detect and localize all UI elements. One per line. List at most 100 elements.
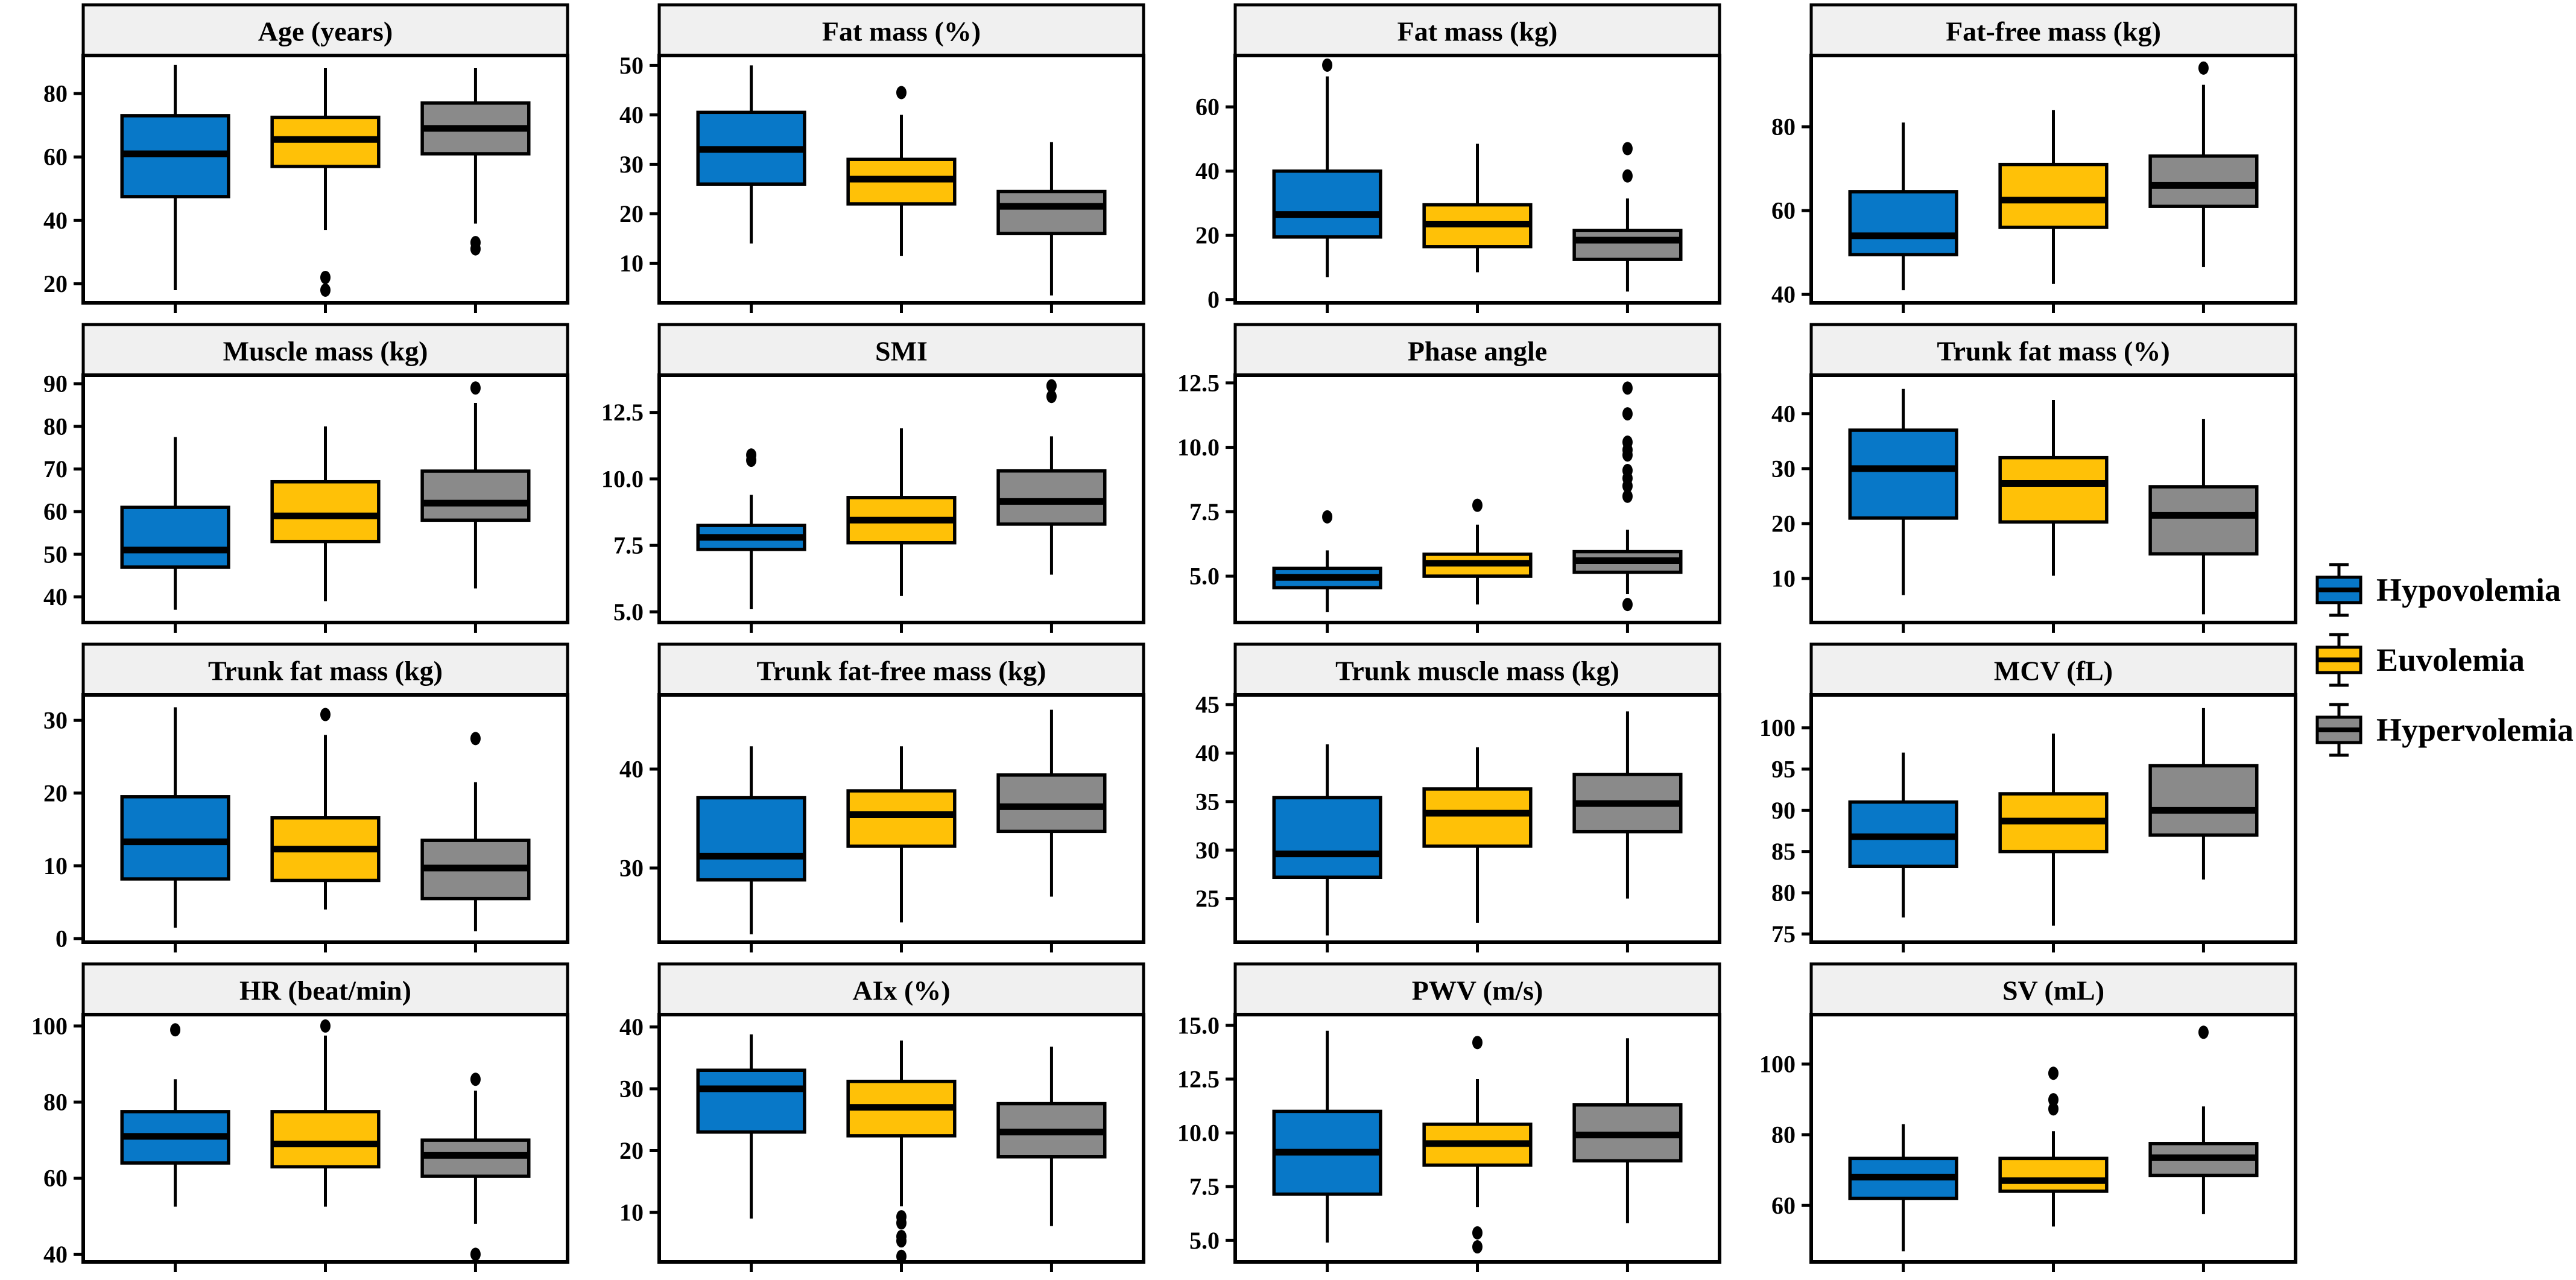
y-tick-label: 80 (43, 1089, 68, 1116)
facet-title: Trunk fat mass (%) (1937, 336, 2169, 367)
y-tick-label: 50 (43, 540, 68, 568)
y-tick-label: 10.0 (1177, 1120, 1220, 1147)
y-tick-label: 80 (1771, 113, 1796, 141)
box-hypervolemia (996, 709, 1107, 897)
y-tick-label: 80 (43, 413, 68, 440)
box-hypovolemia (1848, 1124, 1958, 1252)
outlier-point (320, 283, 331, 297)
y-tick-label: 30 (43, 707, 68, 734)
y-tick-label: 95 (1771, 756, 1796, 783)
outlier-point (320, 270, 331, 284)
iqr-box (1998, 162, 2109, 229)
box-hypovolemia (1848, 122, 1958, 291)
box-euvolemia (1422, 1036, 1533, 1254)
outlier-point (320, 1019, 331, 1033)
legend-key-boxplot-icon (2315, 703, 2362, 757)
y-tick-label: 30 (1771, 455, 1796, 482)
box-hypervolemia (1572, 711, 1683, 899)
iqr-box (1998, 1156, 2109, 1193)
box-hypervolemia (2148, 419, 2259, 615)
y-tick-label: 12.5 (1177, 1065, 1220, 1092)
box-euvolemia (1998, 733, 2109, 926)
y-tick-label: 5.0 (1189, 563, 1220, 590)
facet-title: SV (mL) (2002, 975, 2104, 1006)
iqr-box (270, 480, 381, 543)
y-tick-label: 25 (1195, 885, 1220, 912)
box-euvolemia (846, 746, 957, 923)
outlier-point (2048, 1093, 2059, 1107)
legend-key-boxplot-icon (2315, 633, 2362, 687)
iqr-box (1998, 455, 2109, 524)
legend-item-euvolemia: Euvolemia (2311, 630, 2574, 690)
y-tick-label: 80 (43, 80, 68, 107)
y-tick-label: 10 (1771, 565, 1796, 592)
box-euvolemia (846, 1041, 957, 1263)
iqr-box (420, 469, 531, 522)
outlier-point (2198, 61, 2209, 75)
box-euvolemia (270, 426, 381, 601)
y-tick-label: 40 (1771, 281, 1796, 308)
iqr-box (1572, 229, 1683, 261)
box-hypovolemia (696, 1034, 806, 1219)
box-euvolemia (270, 708, 381, 910)
panel-border (657, 373, 1145, 624)
outlier-point (470, 242, 481, 256)
y-tick-label: 40 (1771, 400, 1796, 427)
y-tick-label: 7.5 (613, 532, 644, 559)
box-hypervolemia (2148, 1025, 2259, 1214)
y-tick-label: 40 (43, 583, 68, 610)
y-tick-label: 40 (619, 756, 644, 783)
iqr-box (2148, 485, 2259, 556)
box-hypovolemia (120, 707, 230, 928)
facet-strip (657, 962, 1145, 1016)
y-tick-label: 60 (43, 498, 68, 525)
box-euvolemia (270, 68, 381, 297)
iqr-box (996, 189, 1107, 235)
panel-border (81, 373, 569, 624)
facet-title: HR (beat/min) (239, 975, 411, 1006)
panel-border (1233, 373, 1721, 624)
facet-strip (657, 323, 1145, 377)
y-tick-label: 60 (43, 144, 68, 171)
y-tick-label: 60 (1195, 93, 1220, 121)
y-tick-label: 40 (1195, 157, 1220, 185)
box-hypovolemia (1272, 744, 1382, 936)
box-euvolemia (1998, 1066, 2109, 1227)
outlier-point (1472, 498, 1483, 512)
box-hypervolemia (1572, 142, 1683, 292)
facet-title: Trunk fat mass (kg) (208, 656, 443, 686)
panel-border (1809, 693, 2297, 944)
y-tick-label: 20 (43, 779, 68, 806)
box-hypovolemia (120, 65, 230, 290)
outlier-point (1046, 379, 1057, 393)
facet-strip (657, 3, 1145, 57)
facet-strip (1233, 962, 1721, 1016)
box-hypovolemia (696, 65, 806, 244)
panel-border (657, 54, 1145, 305)
iqr-box (996, 773, 1107, 834)
outlier-point (2048, 1102, 2059, 1116)
outlier-point (896, 1249, 907, 1263)
y-tick-label: 12.5 (1177, 369, 1220, 396)
y-tick-label: 20 (1195, 222, 1220, 249)
y-tick-label: 30 (619, 151, 644, 178)
y-tick-label: 60 (43, 1165, 68, 1192)
outlier-point (896, 86, 907, 100)
iqr-box (1272, 796, 1382, 879)
box-euvolemia (846, 86, 957, 256)
outlier-point (2048, 1066, 2059, 1080)
iqr-box (696, 796, 806, 882)
panel-border (1233, 1013, 1721, 1264)
